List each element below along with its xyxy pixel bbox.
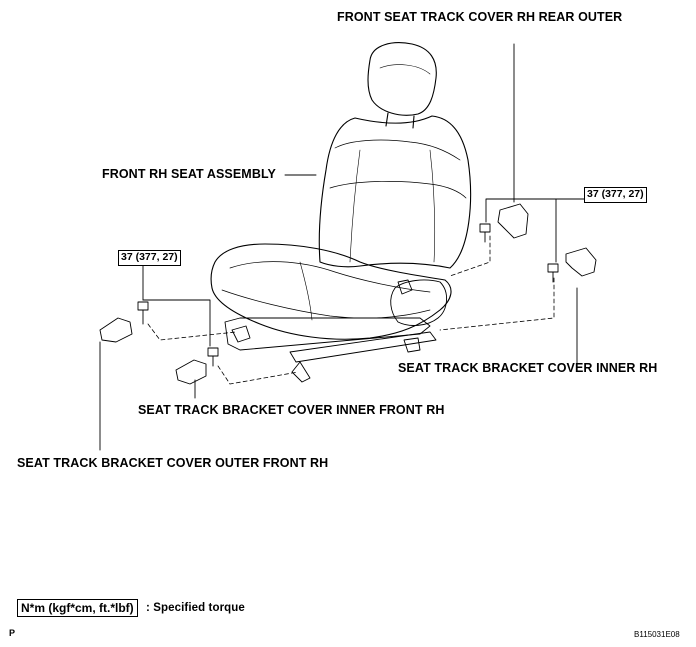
side-shield	[390, 279, 447, 326]
label-outer-front-cover: SEAT TRACK BRACKET COVER OUTER FRONT RH	[17, 456, 329, 470]
torque-spec-left: 37 (377, 27)	[118, 250, 181, 266]
label-inner-rh-cover: SEAT TRACK BRACKET COVER INNER RH	[398, 361, 658, 375]
seat-lever	[397, 279, 413, 295]
seat-back	[318, 115, 472, 269]
outer-front-cover	[99, 317, 133, 343]
footer-left-code: P	[9, 628, 16, 638]
inner-front-cover	[175, 359, 207, 385]
seat-cushion	[210, 243, 452, 340]
rear-outer-cover	[497, 203, 529, 239]
headrest	[367, 42, 437, 116]
torque-spec-right: 37 (377, 27)	[584, 187, 647, 203]
footer-right-code: B115031E08	[634, 630, 680, 639]
legend-unit-box: N*m (kgf*cm, ft.*lbf)	[17, 599, 138, 618]
legend-description: : Specified torque	[146, 602, 245, 614]
bolt-icons	[137, 223, 559, 367]
label-rear-outer-cover: FRONT SEAT TRACK COVER RH REAR OUTER	[337, 10, 623, 24]
seat-track	[224, 317, 431, 351]
label-inner-front-cover: SEAT TRACK BRACKET COVER INNER FRONT RH	[138, 403, 445, 417]
label-seat-assembly: FRONT RH SEAT ASSEMBLY	[102, 167, 276, 181]
inner-rh-cover	[565, 247, 597, 277]
